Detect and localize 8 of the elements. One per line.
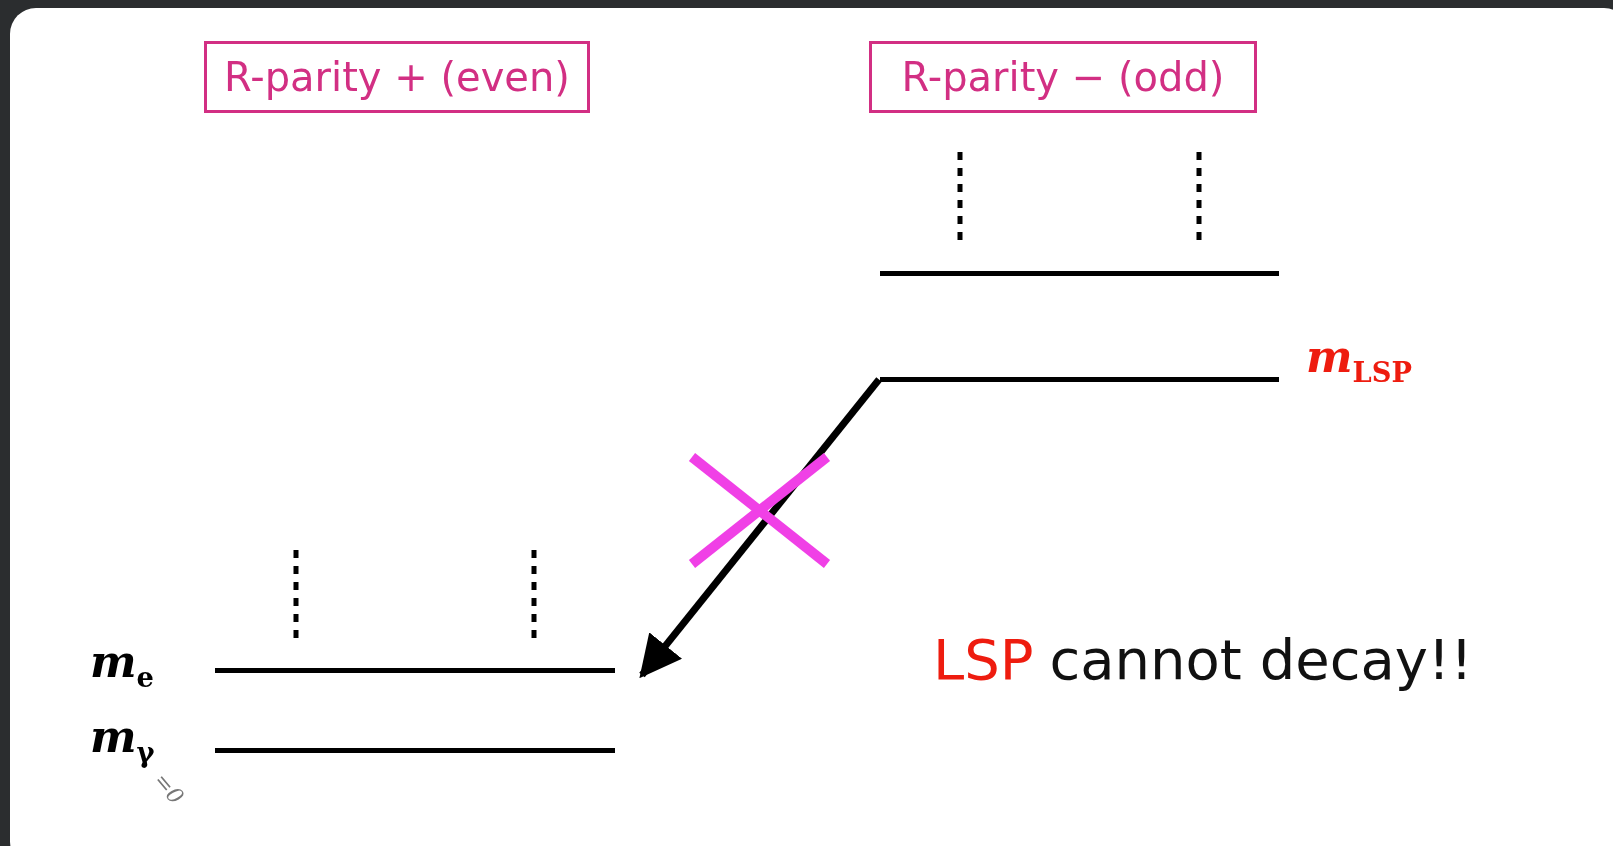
- lsp-text: LSP: [933, 632, 1034, 688]
- mass-symbol: m$_{LSP}$: [1306, 335, 1412, 387]
- equals-zero-note: =0: [148, 768, 189, 809]
- mass-symbol: m$_{e}$: [90, 640, 154, 692]
- parity-label: R-parity + (even): [204, 41, 590, 113]
- decay-arrow: [639, 377, 882, 679]
- parity-label: R-parity − (odd): [869, 41, 1257, 113]
- mass-symbol: m$_{γ}$: [90, 715, 155, 767]
